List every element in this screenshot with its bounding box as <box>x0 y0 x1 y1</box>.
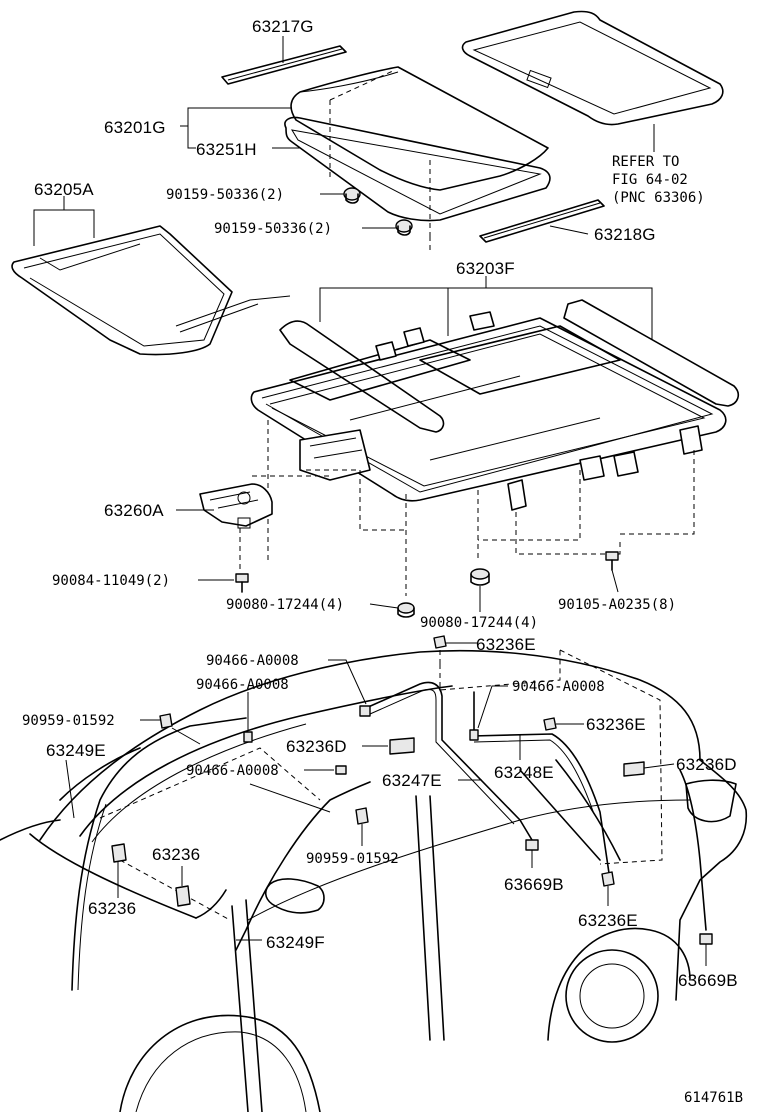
label-63236-a: 63236 <box>152 845 200 864</box>
leader-bolt6 <box>611 569 619 593</box>
clip-63236-a <box>111 843 127 863</box>
leader-clamp3 <box>477 685 508 729</box>
leader-clamp1 <box>328 659 367 705</box>
label-63248E: 63248E <box>494 763 554 782</box>
leader-63249E <box>65 759 75 819</box>
leader-63251H-stem <box>187 126 196 149</box>
drain-hose-front-63247E <box>365 681 533 841</box>
label-63217G: 63217G <box>252 17 314 36</box>
leader-clamp4-b <box>249 783 331 813</box>
part-sunshade-reference <box>461 10 724 126</box>
label-clip-90959-a: 90959-01592 <box>22 713 115 729</box>
leader-63201G <box>180 107 292 127</box>
label-bolt-90084: 90084-11049(2) <box>52 573 170 589</box>
label-63218G: 63218G <box>594 225 656 244</box>
label-bolt-90080-a: 90080-17244(4) <box>226 597 344 613</box>
clip-90959-b <box>355 807 369 825</box>
part-63260A-motor <box>199 483 273 529</box>
dash-4 <box>359 470 406 531</box>
label-63236E-c: 63236E <box>578 911 638 930</box>
bolt-90159-a <box>343 187 361 204</box>
label-63247E: 63247E <box>382 771 442 790</box>
dash-9 <box>620 450 695 535</box>
label-clamp-90466-c: 90466-A0008 <box>512 679 605 695</box>
grommet-63236E-mid <box>543 717 557 731</box>
label-63236-b: 63236 <box>88 899 136 918</box>
clip-90959-a <box>159 713 173 729</box>
label-63249E: 63249E <box>46 741 106 760</box>
label-63236E-a: 63236E <box>476 635 536 654</box>
dash-2 <box>299 440 360 471</box>
clamp-90466-b <box>243 731 253 743</box>
part-63217G-weatherstrip <box>221 45 347 85</box>
leader-63205A <box>33 209 95 246</box>
leader-clip1-b <box>171 727 201 745</box>
part-63205A-deflector <box>11 225 291 356</box>
label-63669B-a: 63669B <box>504 875 564 894</box>
label-bolt-90080-b: 90080-17244(4) <box>420 615 538 631</box>
label-clamp-90466-a: 90466-A0008 <box>206 653 299 669</box>
drain-hose-front-63249E <box>71 717 247 991</box>
part-63201G-glass <box>290 66 549 240</box>
label-63201G: 63201G <box>104 118 166 137</box>
grommet-90080-a <box>397 602 415 618</box>
label-bolt-90105: 90105-A0235(8) <box>558 597 676 613</box>
label-63205A: 63205A <box>34 180 94 199</box>
clamp-90466-c <box>469 729 479 741</box>
leader-63218G <box>549 225 589 235</box>
car-body-outline <box>0 649 748 1112</box>
label-clamp-90466-b: 90466-A0008 <box>196 677 289 693</box>
label-63260A: 63260A <box>104 501 164 520</box>
label-clamp-90466-d: 90466-A0008 <box>186 763 279 779</box>
valve-63669B-a <box>525 839 539 851</box>
bolt-90159-b <box>395 219 413 236</box>
dash-7 <box>515 512 621 555</box>
ref-line-3: (PNC 63306) <box>612 190 705 206</box>
drain-hose-front-63249F <box>235 781 371 951</box>
dash-8 <box>478 470 581 541</box>
ref-line-2: FIG 64-02 <box>612 172 688 188</box>
label-bolt-90159-a: 90159-50336(2) <box>166 187 284 203</box>
valve-63669B-b <box>699 933 713 945</box>
clamp-90466-d <box>335 765 347 775</box>
label-63249F: 63249F <box>266 933 325 952</box>
label-clip-90959-b: 90959-01592 <box>306 851 399 867</box>
label-63236D-b: 63236D <box>676 755 737 774</box>
part-63251H-seal <box>284 116 551 222</box>
clip-63236D-b <box>623 761 645 777</box>
bolt-90105 <box>605 551 619 571</box>
part-63218G-weatherstrip <box>479 199 605 243</box>
grommet-63236E-top <box>433 635 447 649</box>
figure-id: 614761B <box>684 1090 743 1106</box>
leader-63236D-b <box>643 763 675 769</box>
label-63236D-a: 63236D <box>286 737 347 756</box>
label-bolt-90159-b: 90159-50336(2) <box>214 221 332 237</box>
label-63203F: 63203F <box>456 259 515 278</box>
grommet-90080-b <box>470 568 490 586</box>
label-63251H: 63251H <box>196 140 257 159</box>
part-63203F-frame <box>250 299 740 511</box>
label-63669B-b: 63669B <box>678 971 738 990</box>
clamp-90466-a <box>359 705 371 717</box>
drain-hose-rear-right <box>679 769 707 931</box>
leader-bolt4 <box>369 603 399 609</box>
label-63236E-b: 63236E <box>586 715 646 734</box>
bolt-90084 <box>235 573 249 593</box>
grommet-63236E-bottom <box>601 871 615 887</box>
ref-line-1: REFER TO <box>612 154 679 170</box>
clip-63236D-a <box>389 737 415 755</box>
clip-63236-b <box>175 885 191 907</box>
